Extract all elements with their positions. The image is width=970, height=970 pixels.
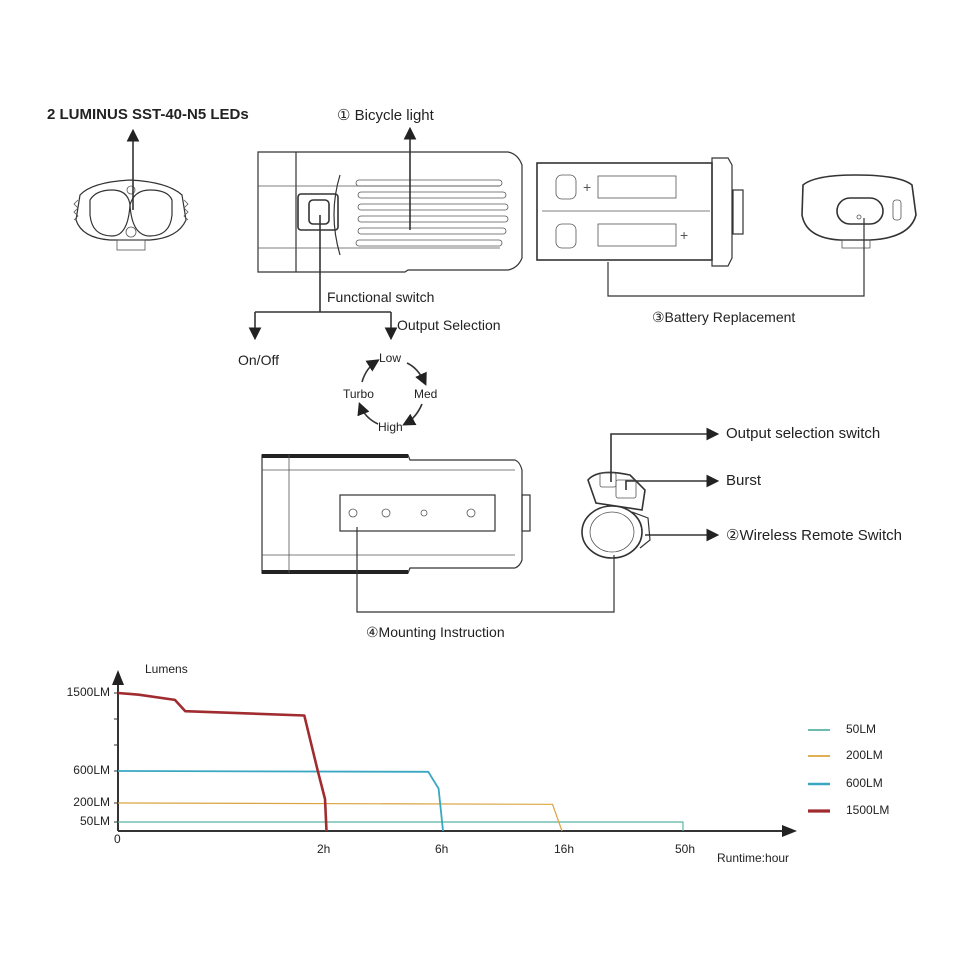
light-front-view-icon — [73, 179, 189, 251]
series-line-200lm — [117, 802, 563, 832]
y-tick-label: 200LM — [73, 795, 110, 809]
mounting-label: ④Mounting Instruction — [366, 624, 505, 640]
mounting-connector — [356, 527, 615, 613]
legend-label: 50LM — [846, 722, 877, 736]
mode-low: Low — [379, 351, 402, 365]
svg-text:+: + — [583, 179, 591, 195]
mode-med: Med — [414, 387, 438, 401]
light-rear-view-icon — [801, 174, 917, 249]
mode-turbo: Turbo — [343, 387, 374, 401]
x-tick-label: 2h — [317, 842, 331, 856]
on-off-label: On/Off — [238, 352, 279, 368]
svg-text:+: + — [680, 227, 688, 243]
functional-switch-label: Functional switch — [327, 289, 435, 305]
series-line-50lm — [118, 821, 684, 831]
y-tick-label: 50LM — [79, 814, 110, 828]
light-side-view-icon — [257, 151, 523, 273]
series-line-600lm — [117, 770, 444, 832]
leds-label: 2 LUMINUS SST-40-N5 LEDs — [47, 106, 249, 123]
mode-cycle-arrows — [357, 359, 427, 426]
mode-high: High — [378, 420, 403, 434]
series-line-1500lm — [117, 691, 328, 832]
y-axis-arrow — [112, 670, 124, 685]
remote-connectors — [610, 427, 720, 542]
y-tick-label: 1500LM — [66, 685, 110, 699]
output-selection-label: Output Selection — [397, 317, 501, 333]
bicycle-light-label: ① Bicycle light — [337, 107, 434, 124]
runtime-chart — [112, 670, 830, 837]
remote-switch-icon — [581, 471, 651, 559]
legend-label: 200LM — [846, 748, 883, 762]
output-selection-switch-label: Output selection switch — [726, 425, 881, 442]
y-axis-label: Lumens — [145, 662, 188, 676]
x-tick-label: 16h — [554, 842, 575, 856]
battery-connector — [607, 218, 865, 297]
battery-pack-icon: + + — [536, 157, 744, 267]
wireless-remote-label: ②Wireless Remote Switch — [726, 527, 902, 544]
x-axis-label: Runtime:hour — [717, 851, 790, 865]
burst-label: Burst — [726, 472, 762, 489]
light-bottom-view-icon — [261, 454, 531, 574]
legend-label: 600LM — [846, 776, 883, 790]
legend-label: 1500LM — [846, 803, 890, 817]
y-tick-label: 600LM — [73, 763, 110, 777]
battery-replacement-label: ③Battery Replacement — [652, 309, 796, 325]
x-tick-label: 50h — [675, 842, 696, 856]
x-tick-label: 6h — [435, 842, 449, 856]
x-tick-label: 0 — [114, 832, 121, 846]
x-axis-arrow — [782, 825, 797, 837]
functional-switch-connector — [248, 215, 398, 341]
